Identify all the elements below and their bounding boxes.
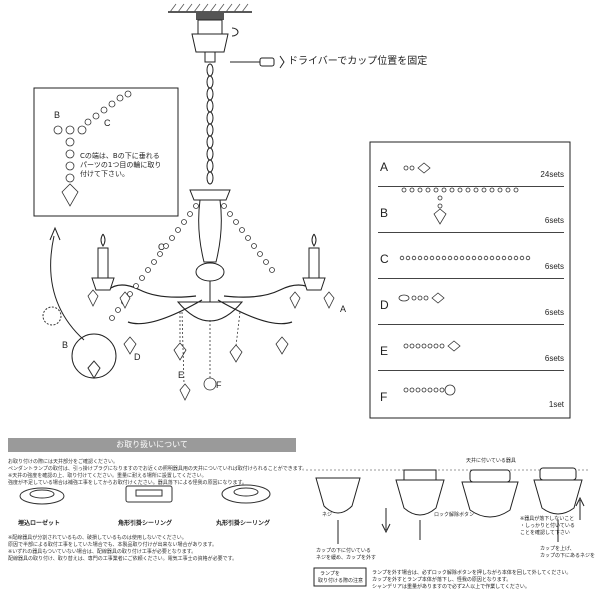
screwdriver-note: ドライバーでカップ位置を固定 — [288, 56, 428, 67]
part-row: A 24sets — [378, 144, 564, 187]
care-line: ※天井の強度を確認の上、取り付けてください。重量に耐える場所に設置してください。 — [8, 473, 207, 479]
label-c: C — [158, 242, 165, 252]
lamp-note-box-2: 取り付ける際の注意 — [318, 578, 364, 584]
care-footer-line: 原因で半部による取付工事をしていた場合でも、本製品取り付けが出来ない場合がありま… — [8, 542, 218, 548]
part-row: D 6sets — [378, 282, 564, 325]
bottom-note-1: ランプを外す場合は、必ずロック解除ボタンを押しながら本体を回して外してください。 — [372, 570, 572, 576]
fixture-name: 角形引掛シーリング — [118, 520, 173, 527]
care-line: 強度が不足している場合は補強工事をしてからお取付けください。器具落下による怪我の… — [8, 480, 248, 486]
part-count: 6sets — [544, 308, 564, 317]
callout-label-c: C — [104, 118, 111, 128]
label-e: E — [178, 370, 185, 380]
crystal-drops — [87, 289, 335, 401]
part-letter: F — [380, 390, 388, 404]
care-line: お取り付けの際には天井部分をご確認ください。 — [8, 459, 119, 465]
part-letter: A — [380, 160, 389, 174]
label-a: A — [340, 304, 347, 314]
part-row: C 6sets — [378, 236, 564, 279]
care-line: ペンダントランプの取付は、引っ掛けプラグになりますのでお近くの照明器具用の天井に… — [8, 466, 308, 472]
step1b-label: ネジを緩め、カップを外す — [316, 555, 377, 561]
label-f: F — [216, 380, 222, 390]
ring-detail-icon — [42, 306, 62, 326]
care-title: お取り扱いについて — [8, 438, 296, 452]
part-row: F 1set — [378, 374, 564, 416]
hanging-chain — [206, 63, 214, 185]
candle-right — [302, 233, 326, 291]
bottom-note-3: シャンデリアは重量がありますので必ず2人以上で作業してください。 — [372, 584, 530, 590]
step4-label: カップを上げ、 — [540, 546, 575, 552]
part-count: 1set — [548, 400, 564, 409]
part-letter: B — [380, 206, 389, 220]
lock-button-label: ロック解除ボタン — [434, 512, 475, 518]
part-count: 24sets — [540, 170, 564, 179]
warning-1: ※器具が落下しないこと — [520, 516, 575, 522]
candle-left — [91, 233, 115, 291]
lamp-note-box: ランプを — [320, 571, 340, 577]
canopy — [191, 12, 239, 63]
screw-label: ネジ — [322, 512, 333, 518]
screwdriver-icon — [230, 55, 285, 69]
label-b: B — [62, 340, 69, 350]
zoom-arrow — [50, 235, 85, 341]
install-steps — [306, 467, 590, 587]
fixture-icons — [19, 484, 271, 505]
callout-chain — [53, 90, 132, 207]
care-footer-line: ※いずれの器具もついていない場合は、配線器具の取り付け工事が必要となります。 — [8, 549, 197, 555]
callout-note-line2: パーツの1つ目の輪に取り — [80, 161, 162, 169]
ceiling-hatch — [168, 3, 252, 13]
care-footer-line: ※配線器具が分割されているもの、破損しているものは使用しないでください。 — [8, 535, 187, 541]
part-row: E 6sets — [378, 328, 564, 371]
part-count: 6sets — [544, 216, 564, 225]
bottom-note-2: カップを外すとランプ本体が落下し、怪我の原因となります。 — [372, 577, 512, 583]
care-footer-line: 配線器具の取り付け、取り替えは、専門の工事業者にご依頼ください。電気工事士の資格… — [8, 556, 238, 562]
part-letter: D — [380, 298, 389, 312]
step1-label: カップの下に付いている — [316, 548, 371, 554]
fixture-name: 埋込ローゼット — [18, 520, 61, 527]
bead-garland-c — [109, 203, 275, 321]
warning-2: ・しっかりと付いている — [520, 523, 575, 529]
callout-label-b: B — [54, 110, 61, 120]
warning-3: ことを確認して下さい — [520, 530, 570, 536]
label-d: D — [134, 352, 141, 362]
part-count: 6sets — [544, 354, 564, 363]
callout-note-line3: 付けて下さい。 — [80, 170, 129, 178]
part-letter: E — [380, 344, 389, 358]
part-row: B 6sets — [378, 190, 564, 233]
chandelier-body — [176, 189, 244, 322]
part-count: 6sets — [544, 262, 564, 271]
part-letter: C — [380, 252, 389, 266]
fixture-name: 丸形引掛シーリング — [216, 520, 271, 527]
callout-note-line1: Cの端は、Bの下に垂れる — [80, 152, 160, 160]
ceiling-fixture-label: 天井に付いている器具 — [466, 458, 516, 464]
step4b-label: カップの下にあるネジを — [540, 553, 596, 559]
part-drawings — [398, 162, 531, 396]
